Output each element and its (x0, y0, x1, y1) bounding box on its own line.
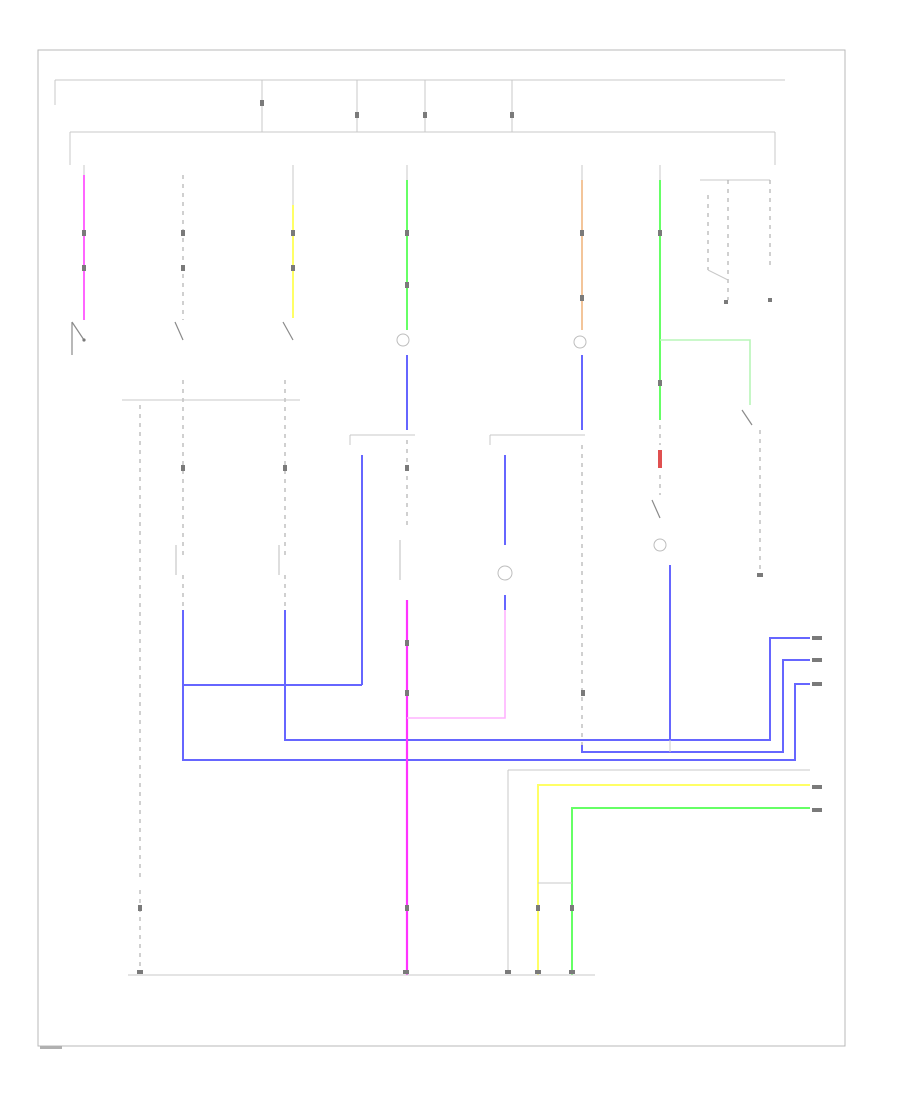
map-lamp (396, 333, 410, 347)
blue-bus-1 (182, 610, 362, 686)
red-marker (658, 450, 662, 468)
footer-code-mark (40, 1046, 62, 1049)
vanity-lamp (573, 335, 587, 349)
blue-bus-2 (284, 610, 810, 741)
ground-connectors (137, 970, 575, 974)
wire-lightgreen-branch (660, 339, 751, 405)
room-lamp (497, 565, 513, 581)
luggage-switch (741, 409, 753, 426)
key-lamp (653, 538, 667, 552)
fuse-group (260, 80, 514, 132)
door-switch-3 (282, 321, 294, 341)
key-switch (651, 499, 661, 519)
inline-connectors (82, 230, 662, 911)
blue-bus-4 (581, 659, 810, 753)
wire-yellow-lower (537, 784, 810, 975)
wire-green-lower (571, 807, 810, 975)
door-switch-1 (71, 321, 85, 355)
door-switch-2 (174, 321, 184, 341)
right-connectors (812, 636, 822, 812)
blue-bus-3 (182, 683, 810, 761)
diagram-frame (37, 49, 846, 1047)
